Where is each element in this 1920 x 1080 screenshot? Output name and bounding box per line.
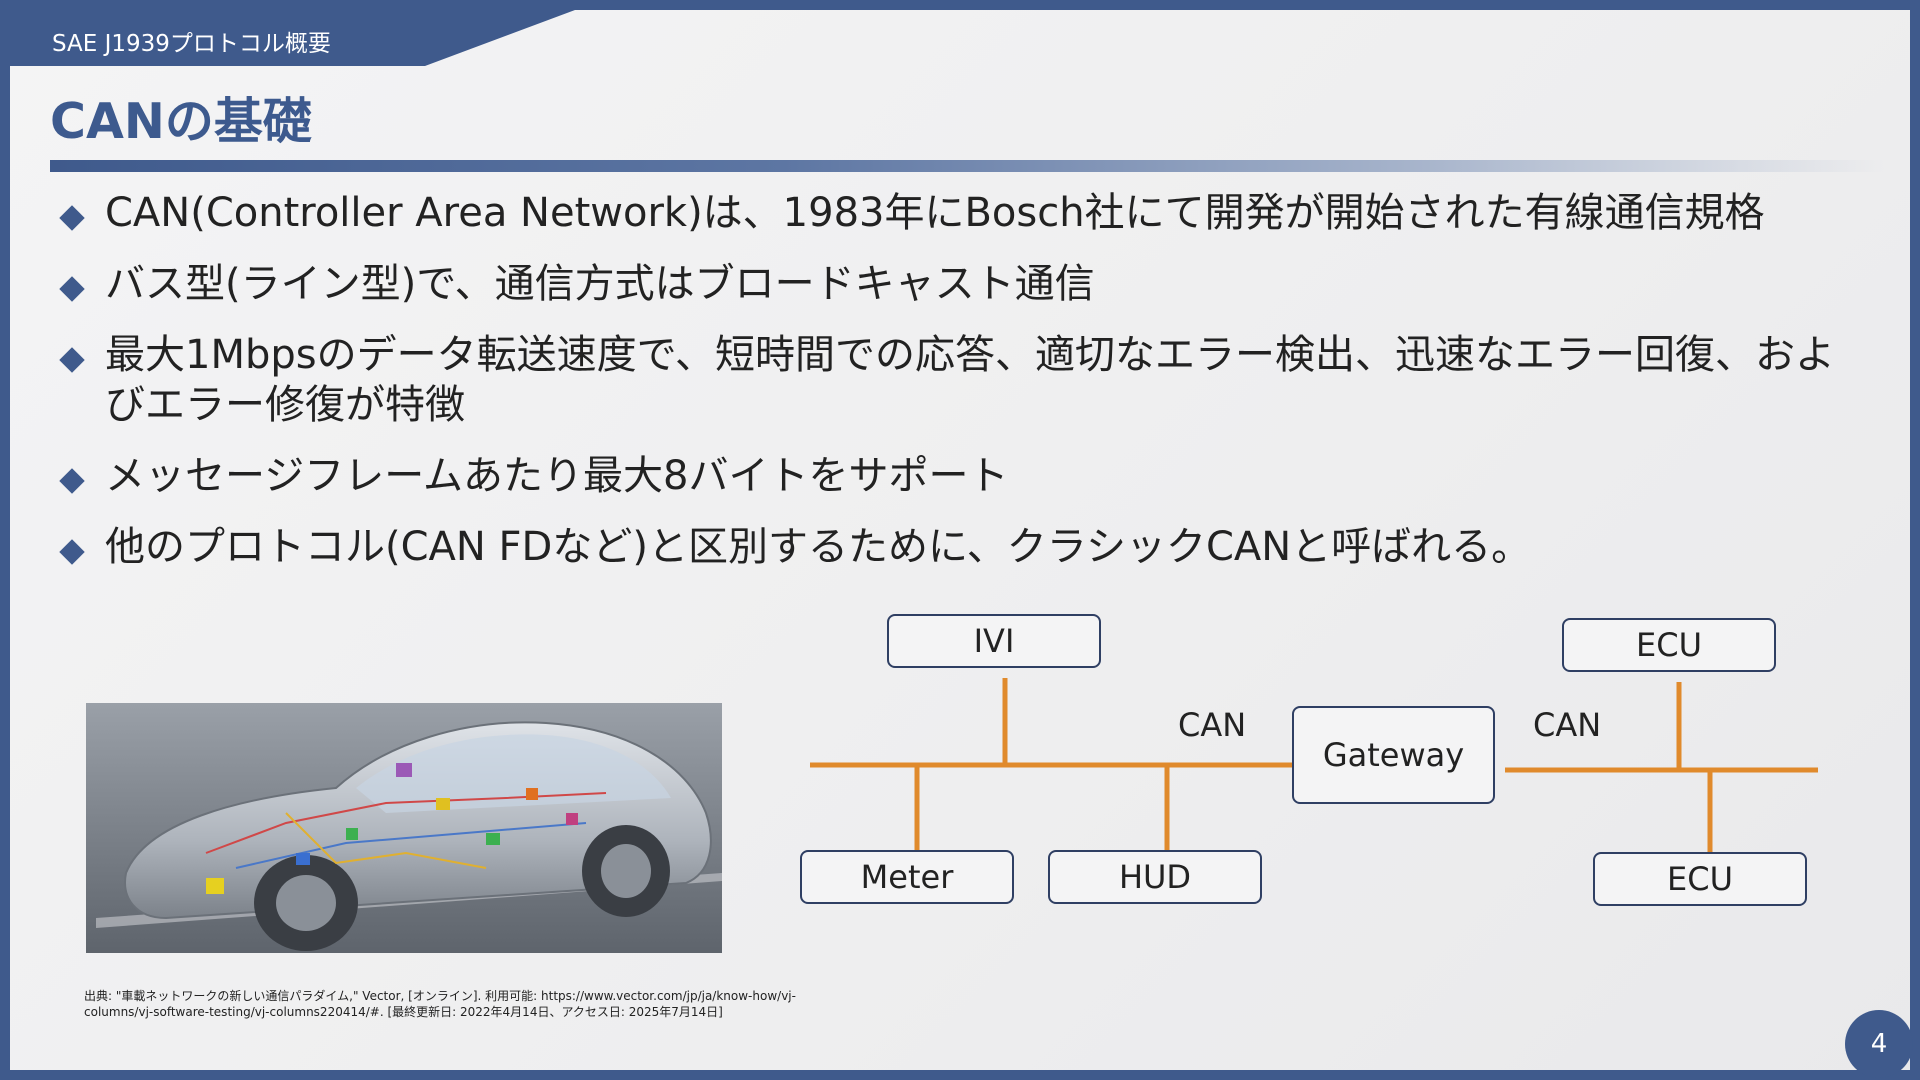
title-underline bbox=[50, 160, 1885, 172]
slide-title: CANの基礎 bbox=[50, 93, 312, 150]
gateway-node: Gateway bbox=[1292, 706, 1495, 804]
bullet-item: CAN(Controller Area Network)は、1983年にBosc… bbox=[55, 188, 1855, 238]
can-bus-diagram bbox=[810, 678, 1818, 862]
can-bus-label-left: CAN bbox=[1178, 706, 1247, 744]
section-header-label: SAE J1939プロトコル概要 bbox=[52, 31, 331, 57]
bullet-item: 他のプロトコル(CAN FDなど)と区別するために、クラシックCANと呼ばれる。 bbox=[55, 522, 1855, 572]
hud-node: HUD bbox=[1048, 850, 1262, 904]
vehicle-network-image bbox=[86, 703, 722, 953]
bullet-text: メッセージフレームあたり最大8バイトをサポート bbox=[105, 453, 1009, 499]
meter-node: Meter bbox=[800, 850, 1014, 904]
image-source-caption: 出典: "車載ネットワークの新しい通信パラダイム," Vector, [オンライ… bbox=[84, 989, 796, 1019]
car-illustration-icon bbox=[86, 703, 722, 953]
bullet-text: 最大1Mbpsのデータ転送速度で、短時間での応答、適切なエラー検出、迅速なエラー… bbox=[105, 332, 1835, 428]
bullet-list: CAN(Controller Area Network)は、1983年にBosc… bbox=[55, 188, 1855, 593]
bullet-item: 最大1Mbpsのデータ転送速度で、短時間での応答、適切なエラー検出、迅速なエラー… bbox=[55, 330, 1855, 430]
bullet-text: 他のプロトコル(CAN FDなど)と区別するために、クラシックCANと呼ばれる。 bbox=[105, 524, 1532, 570]
ivi-node: IVI bbox=[887, 614, 1101, 668]
bullet-text: バス型(ライン型)で、通信方式はブロードキャスト通信 bbox=[105, 261, 1095, 307]
ecu-top-node: ECU bbox=[1562, 618, 1776, 672]
bullet-text: CAN(Controller Area Network)は、1983年にBosc… bbox=[105, 190, 1765, 236]
page-number-badge: 4 bbox=[1845, 1010, 1913, 1078]
bullet-item: バス型(ライン型)で、通信方式はブロードキャスト通信 bbox=[55, 259, 1855, 309]
can-bus-label-right: CAN bbox=[1533, 706, 1602, 744]
ecu-bottom-node: ECU bbox=[1593, 852, 1807, 906]
bullet-item: メッセージフレームあたり最大8バイトをサポート bbox=[55, 451, 1855, 501]
